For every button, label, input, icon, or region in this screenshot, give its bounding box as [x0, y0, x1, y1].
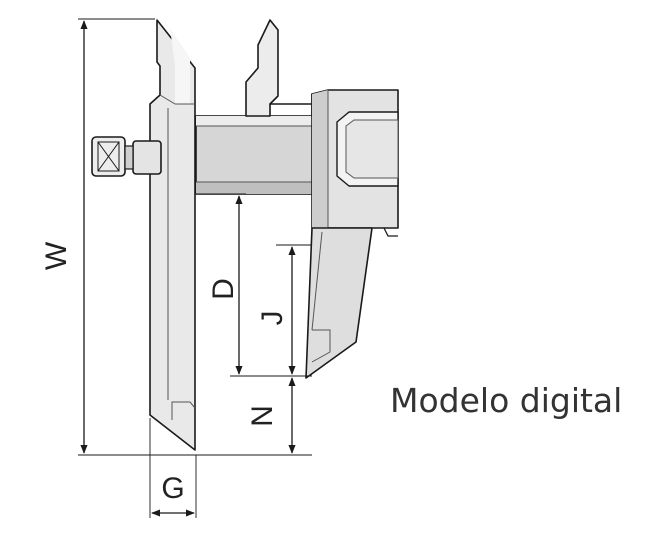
- label-n: N: [246, 405, 279, 427]
- sliding-jaw: [245, 19, 399, 379]
- caption: Modelo digital: [390, 381, 622, 420]
- dimension-lines: [80, 20, 296, 517]
- label-j: J: [256, 311, 289, 326]
- label-d: D: [207, 278, 240, 300]
- locking-screw-icon: [91, 136, 162, 177]
- caliper-beam: [195, 115, 319, 195]
- extension-lines: [78, 18, 312, 518]
- fixed-jaw: [149, 19, 196, 451]
- label-w: W: [40, 241, 73, 270]
- label-g: G: [161, 472, 184, 505]
